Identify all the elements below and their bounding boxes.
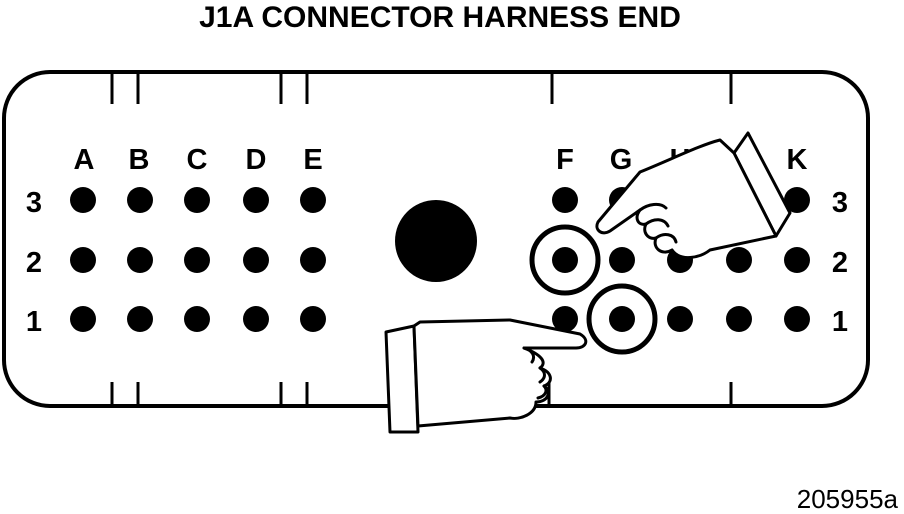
pin-j1 bbox=[726, 306, 752, 332]
pin-e2 bbox=[300, 247, 326, 273]
column-label-b: B bbox=[129, 144, 150, 176]
right-row-labels: 3 2 1 bbox=[832, 187, 848, 338]
row-label-2-right: 2 bbox=[832, 247, 848, 279]
pointing-hand-icon bbox=[384, 318, 588, 434]
diagram-title: J1A CONNECTOR HARNESS END bbox=[199, 1, 681, 34]
column-label-e: E bbox=[303, 144, 322, 176]
row-label-2-left: 2 bbox=[26, 247, 42, 279]
pin-g2 bbox=[609, 247, 635, 273]
pin-c2 bbox=[184, 247, 210, 273]
highlight-rings bbox=[529, 224, 658, 355]
pin-c3 bbox=[184, 187, 210, 213]
pin-j2 bbox=[726, 247, 752, 273]
left-row-labels: 3 2 1 bbox=[26, 187, 42, 338]
pin-b2 bbox=[127, 247, 153, 273]
pin-c1 bbox=[184, 306, 210, 332]
column-label-a: A bbox=[74, 144, 95, 176]
highlight-ring-f2 bbox=[529, 224, 601, 296]
left-pin-grid bbox=[70, 187, 326, 332]
row-label-1-left: 1 bbox=[26, 306, 42, 338]
pin-k2 bbox=[784, 247, 810, 273]
column-label-c: C bbox=[187, 144, 208, 176]
pin-d3 bbox=[243, 187, 269, 213]
pin-e3 bbox=[300, 187, 326, 213]
top-key-marks bbox=[110, 74, 733, 104]
pin-f3 bbox=[552, 187, 578, 213]
pin-b3 bbox=[127, 187, 153, 213]
polarizing-key-icon bbox=[395, 200, 477, 282]
left-column-labels: A B C D E bbox=[74, 144, 323, 176]
column-label-f: F bbox=[556, 144, 574, 176]
row-label-3-right: 3 bbox=[832, 187, 848, 219]
row-label-3-left: 3 bbox=[26, 187, 42, 219]
pin-d1 bbox=[243, 306, 269, 332]
pin-e1 bbox=[300, 306, 326, 332]
pin-h1 bbox=[667, 306, 693, 332]
pin-a1 bbox=[70, 306, 96, 332]
pin-b1 bbox=[127, 306, 153, 332]
pin-k1 bbox=[784, 306, 810, 332]
pin-d2 bbox=[243, 247, 269, 273]
row-label-1-right: 1 bbox=[832, 306, 848, 338]
pointing-hand-icon bbox=[595, 131, 792, 259]
pin-f2 bbox=[552, 247, 578, 273]
column-label-d: D bbox=[246, 144, 267, 176]
column-label-k: K bbox=[787, 144, 808, 176]
pin-g1 bbox=[609, 306, 635, 332]
pin-f1 bbox=[552, 306, 578, 332]
pin-k3 bbox=[784, 187, 810, 213]
figure-id: 205955a bbox=[797, 484, 899, 514]
pin-a2 bbox=[70, 247, 96, 273]
column-label-g: G bbox=[610, 144, 633, 176]
pin-a3 bbox=[70, 187, 96, 213]
highlight-ring-g1 bbox=[586, 283, 658, 355]
